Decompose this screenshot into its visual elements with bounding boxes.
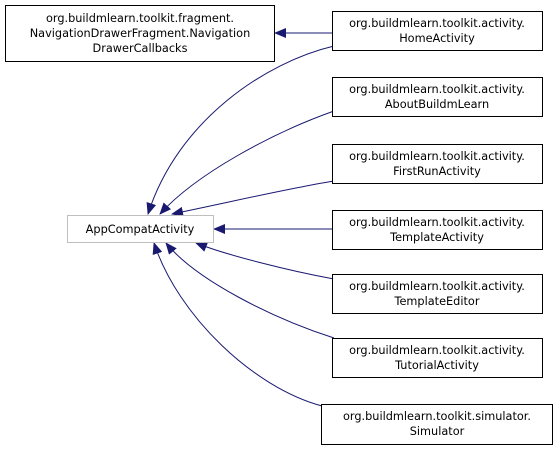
edge-firstrun-to-appcompat	[171, 180, 335, 217]
edge-about-to-appcompat	[159, 110, 335, 215]
edge-editor-to-appcompat	[195, 242, 335, 280]
node-label-line: org.buildmlearn.toolkit.activity.	[349, 216, 525, 229]
node-label-line: TemplateEditor	[394, 295, 480, 308]
node-label-line: org.buildmlearn.toolkit.activity.	[349, 280, 525, 293]
node-label-line: NavigationDrawerFragment.Navigation	[30, 27, 251, 40]
node-template-editor[interactable]: org.buildmlearn.toolkit.activity. Templa…	[332, 274, 543, 314]
edge-home-to-appcompat	[146, 45, 335, 215]
node-app-compat-activity[interactable]: AppCompatActivity	[67, 215, 214, 243]
edge-tutorial-to-appcompat	[165, 242, 335, 339]
node-first-run-activity[interactable]: org.buildmlearn.toolkit.activity. FirstR…	[332, 144, 543, 184]
node-label-line: org.buildmlearn.toolkit.activity.	[349, 83, 525, 96]
node-label-line: TemplateActivity	[389, 231, 484, 244]
node-label-line: FirstRunActivity	[393, 165, 481, 178]
node-label-line: org.buildmlearn.toolkit.activity.	[349, 150, 525, 163]
node-simulator[interactable]: org.buildmlearn.toolkit.simulator. Simul…	[321, 404, 553, 445]
node-label-line: AppCompatActivity	[86, 223, 195, 236]
node-about-buildmlearn[interactable]: org.buildmlearn.toolkit.activity. AboutB…	[332, 77, 543, 117]
node-label-line: AboutBuildmLearn	[385, 98, 489, 111]
node-label-line: TutorialActivity	[394, 359, 479, 372]
node-navigation-drawer-callbacks[interactable]: org.buildmlearn.toolkit.fragment. Naviga…	[5, 5, 275, 62]
node-label-line: Simulator	[410, 425, 465, 438]
node-home-activity[interactable]: org.buildmlearn.toolkit.activity. HomeAc…	[332, 11, 543, 51]
edge-simulator-to-appcompat	[152, 242, 323, 407]
node-tutorial-activity[interactable]: org.buildmlearn.toolkit.activity. Tutori…	[332, 338, 543, 378]
node-label-line: HomeActivity	[399, 32, 475, 45]
node-label-line: org.buildmlearn.toolkit.simulator.	[343, 410, 531, 423]
node-label-line: org.buildmlearn.toolkit.activity.	[349, 344, 525, 357]
edges	[146, 28, 335, 407]
node-template-activity[interactable]: org.buildmlearn.toolkit.activity. Templa…	[332, 210, 543, 250]
node-label-line: org.buildmlearn.toolkit.activity.	[349, 17, 525, 30]
node-label-line: DrawerCallbacks	[93, 42, 188, 55]
node-label-line: org.buildmlearn.toolkit.fragment.	[46, 12, 234, 25]
